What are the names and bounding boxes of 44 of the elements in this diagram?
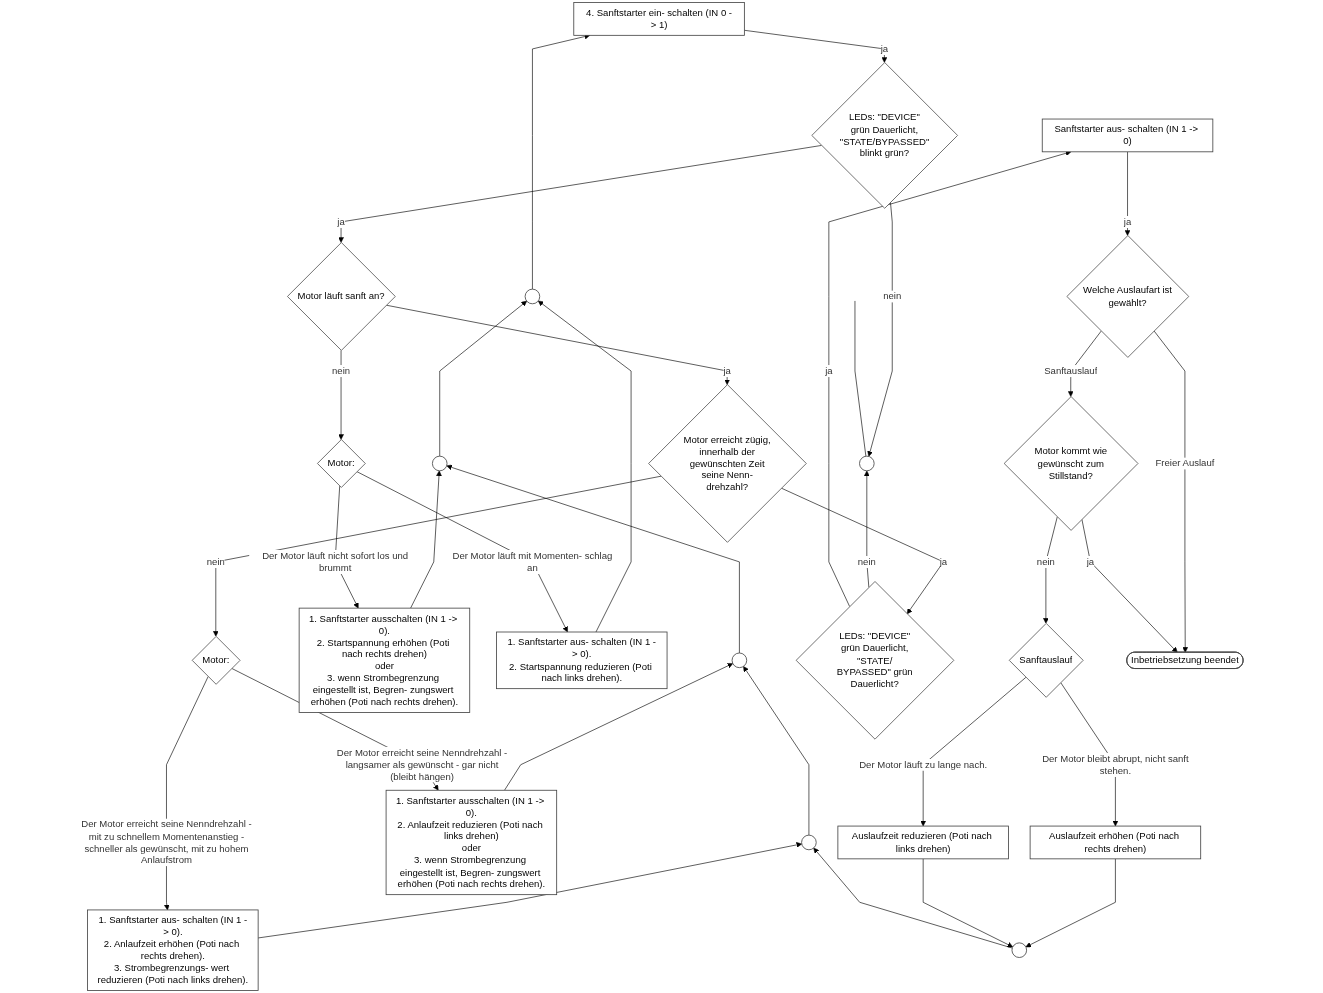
node-diamond: Motor läuft sanft an? <box>286 242 396 351</box>
edge-label: Der Motor erreicht seine Nenndrehzahl - langsamer als gewünscht - gar nicht (bleibt hängen) <box>336 746 507 782</box>
node-circle <box>524 288 540 305</box>
edge-label: nein <box>882 290 901 302</box>
node-box: 1. Sanftstarter aus- schalten (IN 1 -> 0). 2. Anlaufzeit erhöhen (Poti nach rechts drehen). 3. Strombegrenzungs- wert reduzieren (Poti nach links drehen). <box>86 909 259 991</box>
edge-label: ja <box>723 365 731 376</box>
node-diamond: Motor kommt wie gewünscht zum Stillstand? <box>1003 396 1139 531</box>
node-circle <box>1011 942 1027 958</box>
node-diamond: Motor: <box>191 635 241 685</box>
edge-label: nein <box>331 365 350 376</box>
edge-label: ja <box>1123 215 1131 227</box>
node-diamond: LEDs: "DEVICE" grün Dauerlicht, "STATE/BYPASSED" blinkt grün? <box>811 62 958 209</box>
edge-label: Der Motor läuft nicht sofort los und brummt <box>261 549 408 573</box>
node-box: 4. Sanftstarter ein- schalten (IN 0 -> 1) <box>573 2 745 36</box>
edge-label: ja <box>1086 555 1094 567</box>
node-box: 1. Sanftstarter aus- schalten (IN 1 -> 0). 2. Startspannung reduzieren (Poti nach links drehen). <box>495 631 668 690</box>
edge-label: Sanftauslauf <box>1043 365 1097 376</box>
edge-label: nein <box>1036 555 1055 567</box>
edge-label: ja <box>939 555 947 567</box>
edge-label: Der Motor läuft mit Momenten- schlag an <box>452 549 612 573</box>
edge-label: Freier Auslauf <box>1155 457 1215 469</box>
node-box: Auslaufzeit erhöhen (Poti nach rechts drehen) <box>1029 825 1201 860</box>
node-box: Auslaufzeit reduzieren (Poti nach links drehen) <box>837 825 1009 860</box>
node-circle <box>731 652 747 669</box>
node-diamond: Sanftauslauf <box>1008 622 1084 698</box>
edge-label: Der Motor erreicht seine Nenndrehzahl - mit zu schnellem Momentenanstieg - schneller als gewünscht, mit zu hohem Anlaufstrom <box>80 818 252 866</box>
connector <box>854 300 866 457</box>
node-diamond: Motor: <box>316 439 366 488</box>
node-diamond: LEDs: "DEVICE" grün Dauerlicht, "STATE/ BYPASSED" grün Dauerlicht? <box>795 581 954 740</box>
node-diamond: Motor erreicht zügig, innerhalb der gewünschten Zeit seine Nenn- drehzahl? <box>647 384 807 543</box>
node-box: 1. Sanftstarter ausschalten (IN 1 -> 0). 2. Startspannung erhöhen (Poti nach rechts drehen) oder 3. wenn Strombegrenzung eingestellt ist, Begren- zungswert erhöhen (Poti nach rechts drehen). <box>298 607 470 713</box>
node-circle <box>858 455 875 472</box>
node-diamond: Welche Auslaufart ist gewählt? <box>1066 235 1189 358</box>
edge-label: nein <box>206 555 225 567</box>
node-circle <box>431 455 448 472</box>
edge-label: nein <box>857 555 876 567</box>
node-box: 1. Sanftstarter ausschalten (IN 1 -> 0). 2. Anlaufzeit reduzieren (Poti nach links drehen) oder 3. wenn Strombegrenzung eingestellt ist, Begren- zungswert erhöhen (Poti nach rechts drehen). <box>385 789 557 896</box>
edge-label: Der Motor bleibt abrupt, nicht sanft stehen. <box>1041 752 1189 776</box>
edge-label: ja <box>337 215 345 227</box>
edge-label: ja <box>824 365 833 376</box>
edge-label: ja <box>880 42 888 54</box>
node-box: Sanftstarter aus- schalten (IN 1 -> 0) <box>1041 118 1213 153</box>
edge-label: Der Motor läuft zu lange nach. <box>858 758 987 770</box>
node-circle <box>800 834 817 851</box>
